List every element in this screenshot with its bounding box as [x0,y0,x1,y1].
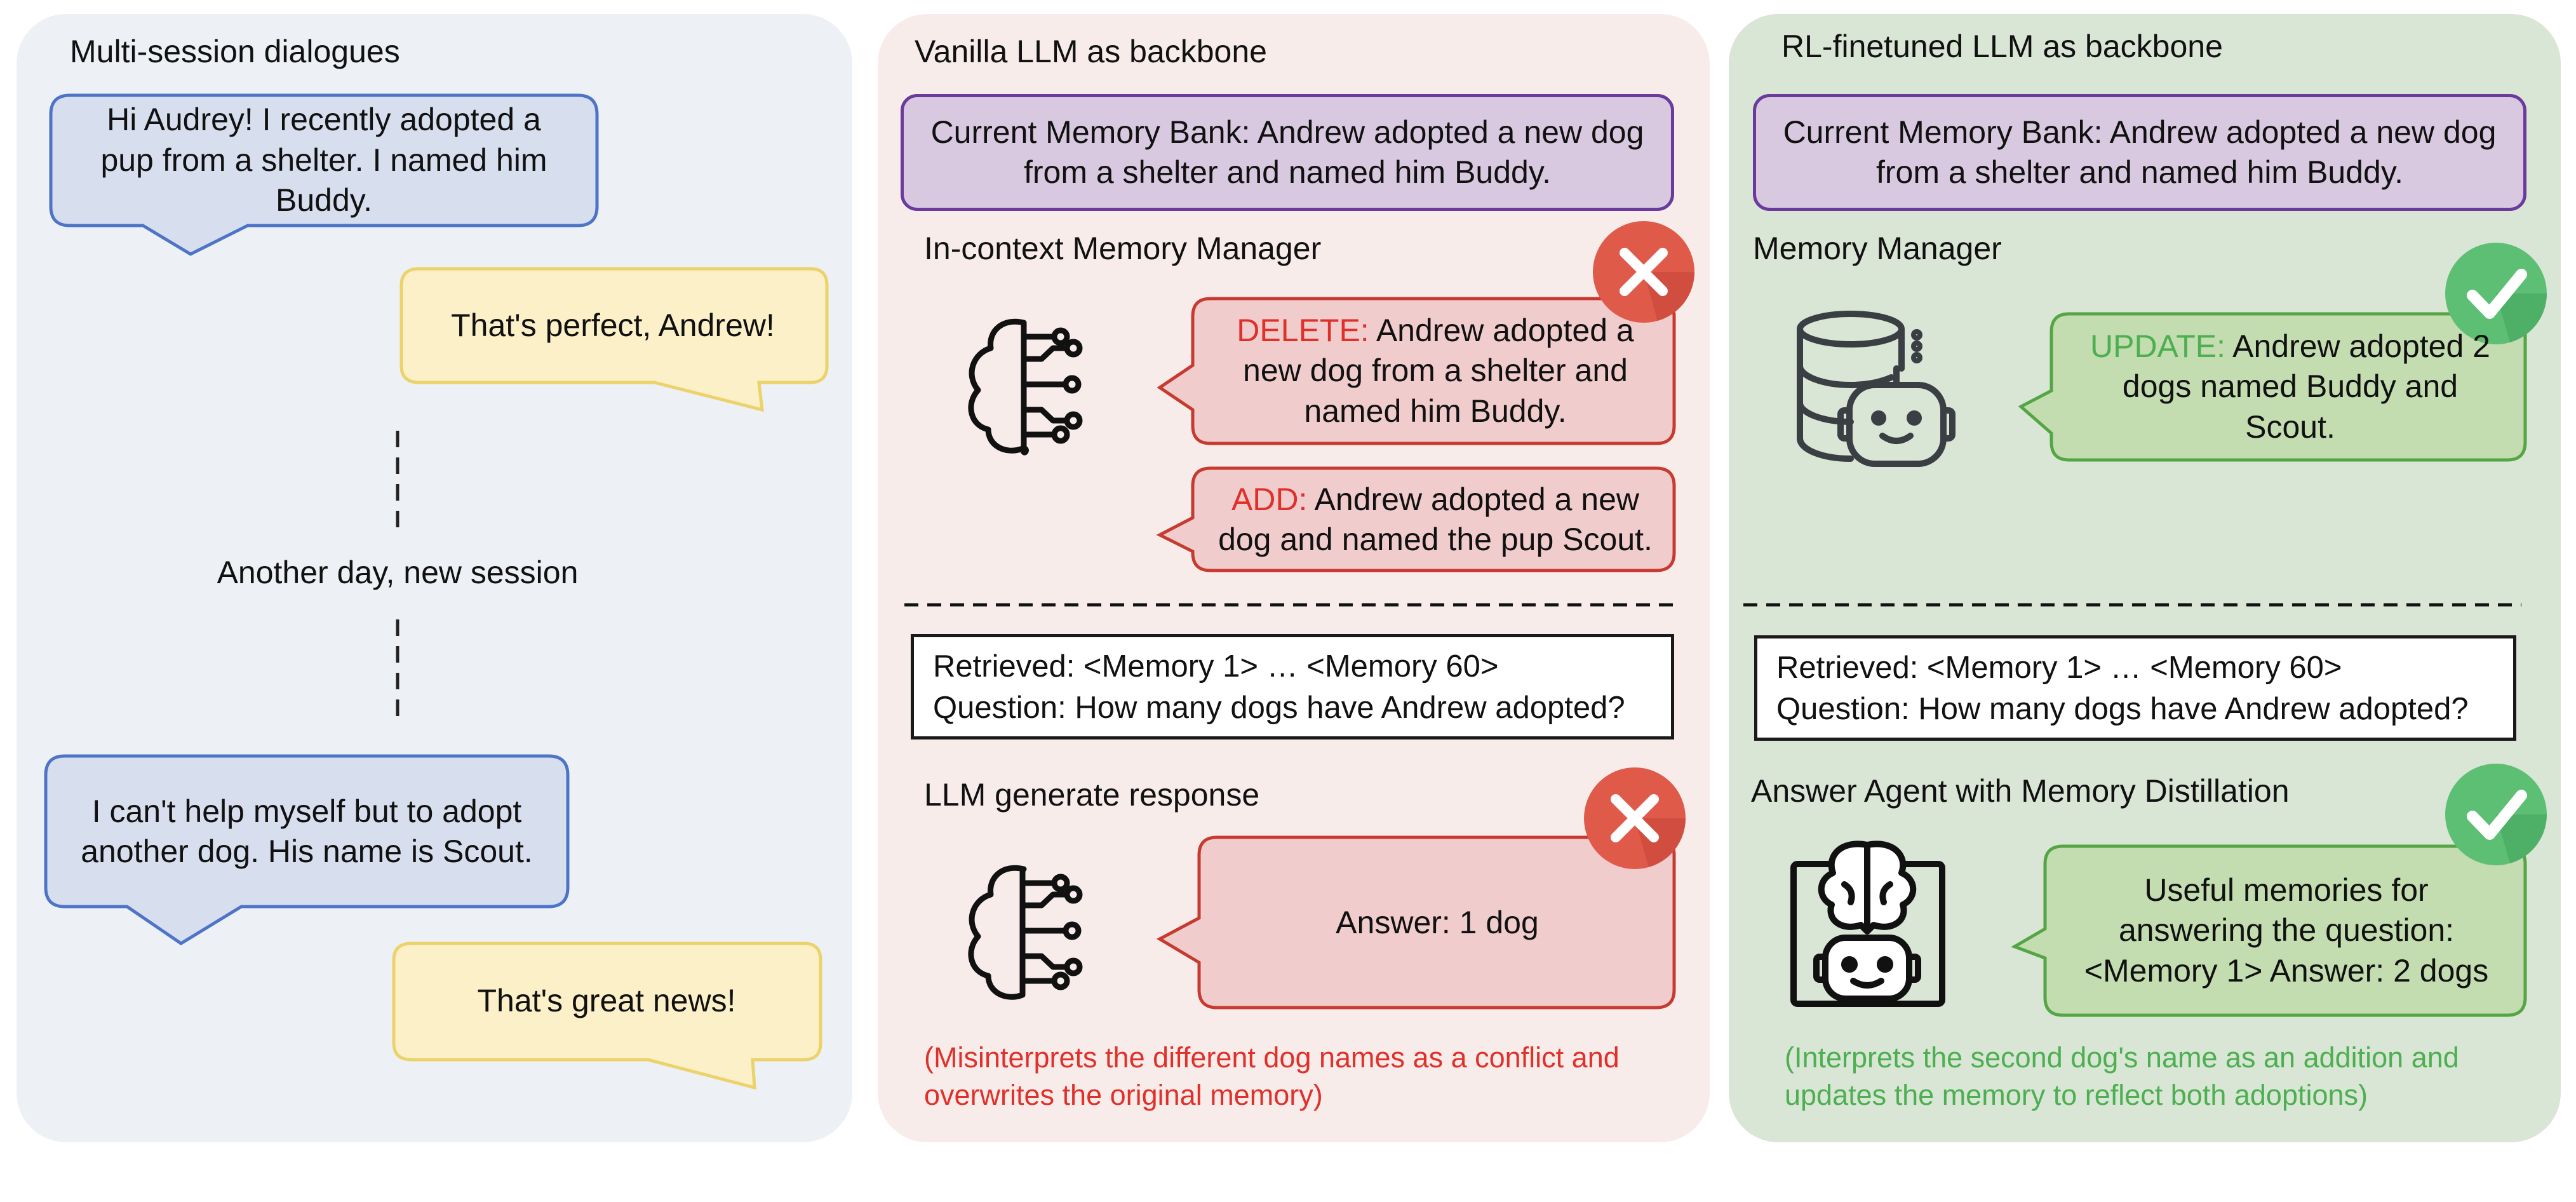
reply-message-2: That's great news! [477,983,736,1019]
user-message-1: Hi Audrey! I recently adopted a pup from… [100,102,547,219]
reply-bubble-2-shape [392,942,822,1090]
vanilla-retrieval-box: Retrieved: <Memory 1> … <Memory 60> Ques… [911,634,1674,739]
vanilla-response-label: LLM generate response [924,777,1260,813]
vanilla-memory-bank: Current Memory Bank: Andrew adopted a ne… [901,94,1674,211]
reply-bubble-1-shape [399,267,829,412]
rl-question-line: Question: How many dogs have Andrew adop… [1776,691,2469,726]
delete-text: Andrew adopted a new dog from a shelter … [1243,312,1634,429]
rl-explanation-note: (Interprets the second dog's name as an … [1785,1041,2459,1111]
vanilla-question-line: Question: How many dogs have Andrew adop… [933,690,1625,725]
red-x-icon-2 [1584,767,1686,869]
delete-operation: DELETE: Andrew adopted a new dog from a … [1200,304,1670,438]
green-check-icon-2 [2445,764,2547,865]
rl-memory-bank: Current Memory Bank: Andrew adopted a ne… [1753,94,2526,211]
red-x-icon-1 [1593,221,1694,323]
vanilla-manager-label: In-context Memory Manager [924,231,1322,266]
user-bubble-2-shape [44,754,570,945]
update-operation: UPDATE: Andrew adopted 2 dogs named Budd… [2059,319,2521,455]
user-message-2: I can't help myself but to adopt another… [81,793,533,870]
add-bubble-shape [1156,466,1676,572]
rl-panel-title: RL-finetuned LLM as backbone [1781,29,2223,64]
session-separator-label: Another day, new session [217,555,579,591]
add-tag: ADD: [1231,481,1308,517]
user-bubble-1-shape [49,93,599,256]
add-text: Andrew adopted a new dog and named the p… [1218,481,1653,558]
rl-retrieved-line: Retrieved: <Memory 1> … <Memory 60> [1776,651,2342,685]
vanilla-panel-title: Vanilla LLM as backbone [915,34,1267,69]
brain-circuit-icon-1 [968,318,1083,456]
rl-retrieval-box: Retrieved: <Memory 1> … <Memory 60> Ques… [1754,635,2516,741]
rl-agent-label: Answer Agent with Memory Distillation [1751,773,2290,809]
green-check-icon-1 [2445,243,2547,344]
vanilla-explanation-note: (Misinterprets the different dog names a… [924,1041,1620,1111]
rl-answer: Useful memories for answering the questi… [2084,872,2489,989]
reply-message-1: That's perfect, Andrew! [451,307,775,343]
vanilla-retrieved-line: Retrieved: <Memory 1> … <Memory 60> [933,649,1499,684]
brain-circuit-icon-2 [968,865,1083,1000]
update-text: Andrew adopted 2 dogs named Buddy and Sc… [2122,328,2490,445]
add-operation: ADD: Andrew adopted a new dog and named … [1200,473,1670,567]
update-tag: UPDATE: [2090,328,2225,364]
delete-tag: DELETE: [1237,312,1369,348]
rl-manager-label: Memory Manager [1753,231,2002,266]
vanilla-answer: Answer: 1 dog [1336,905,1539,941]
dialogue-panel-title: Multi-session dialogues [70,34,400,69]
robot-brain-icon [1790,841,1945,1007]
database-robot-icon [1797,311,1955,467]
